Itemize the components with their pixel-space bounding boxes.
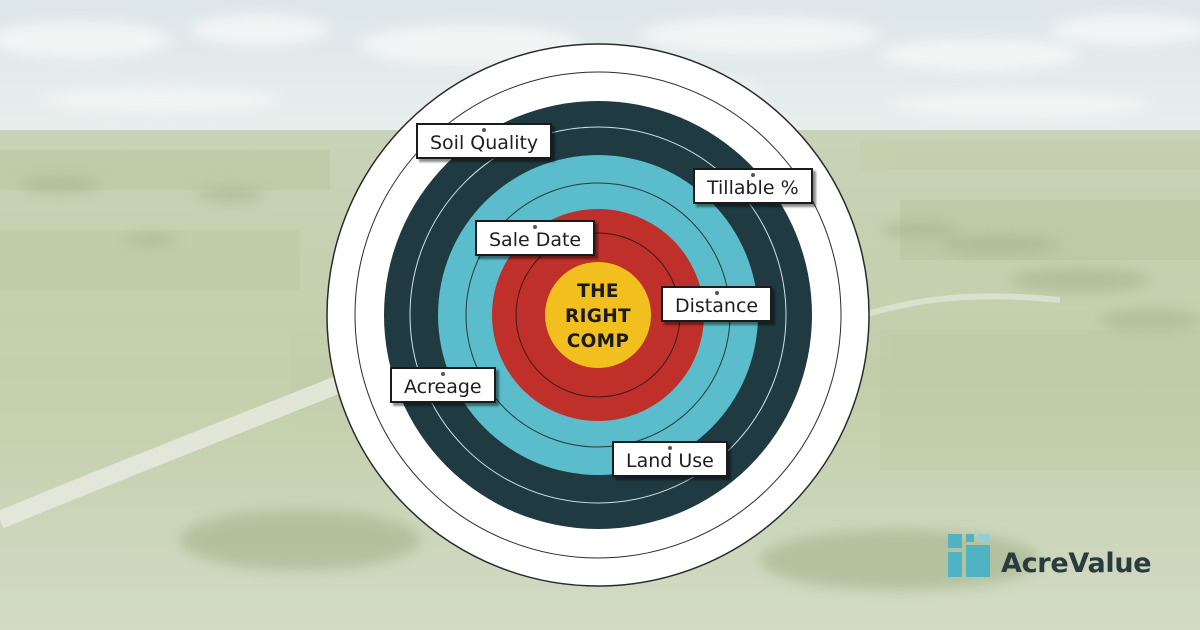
target-ring-dark-inner bbox=[409, 126, 787, 504]
label-text: Tillable % bbox=[707, 177, 799, 199]
brand-name: AcreValue bbox=[1001, 548, 1152, 579]
pin-icon bbox=[667, 446, 672, 450]
acrevalue-logo: AcreValue bbox=[945, 530, 1152, 579]
pin-icon bbox=[440, 372, 445, 376]
label-text: Land Use bbox=[626, 450, 714, 472]
label-distance: Distance bbox=[661, 286, 773, 322]
pin-icon bbox=[714, 291, 719, 295]
bullseye-line-3: COMP bbox=[566, 330, 630, 352]
label-land-use: Land Use bbox=[612, 441, 728, 477]
pin-icon bbox=[533, 225, 538, 229]
label-sale-date: Sale Date bbox=[475, 220, 596, 256]
pin-icon bbox=[482, 128, 487, 132]
bullseye-line-2: RIGHT bbox=[565, 305, 631, 327]
bullseye-line-1: THE bbox=[577, 280, 619, 302]
label-soil-quality: Soil Quality bbox=[416, 123, 553, 159]
acrevalue-logo-icon bbox=[948, 534, 990, 577]
logo-icon-spacer bbox=[945, 532, 993, 578]
label-text: Sale Date bbox=[489, 229, 582, 251]
label-acreage: Acreage bbox=[390, 367, 496, 403]
label-tillable: Tillable % bbox=[693, 168, 813, 204]
label-text: Distance bbox=[675, 295, 759, 317]
target-ring-white-inner bbox=[354, 71, 842, 559]
bullseye-text: THE RIGHT COMP bbox=[545, 266, 651, 366]
target-bullseye bbox=[545, 262, 651, 368]
pin-icon bbox=[750, 173, 755, 177]
label-text: Acreage bbox=[404, 376, 482, 398]
label-text: Soil Quality bbox=[430, 132, 539, 154]
